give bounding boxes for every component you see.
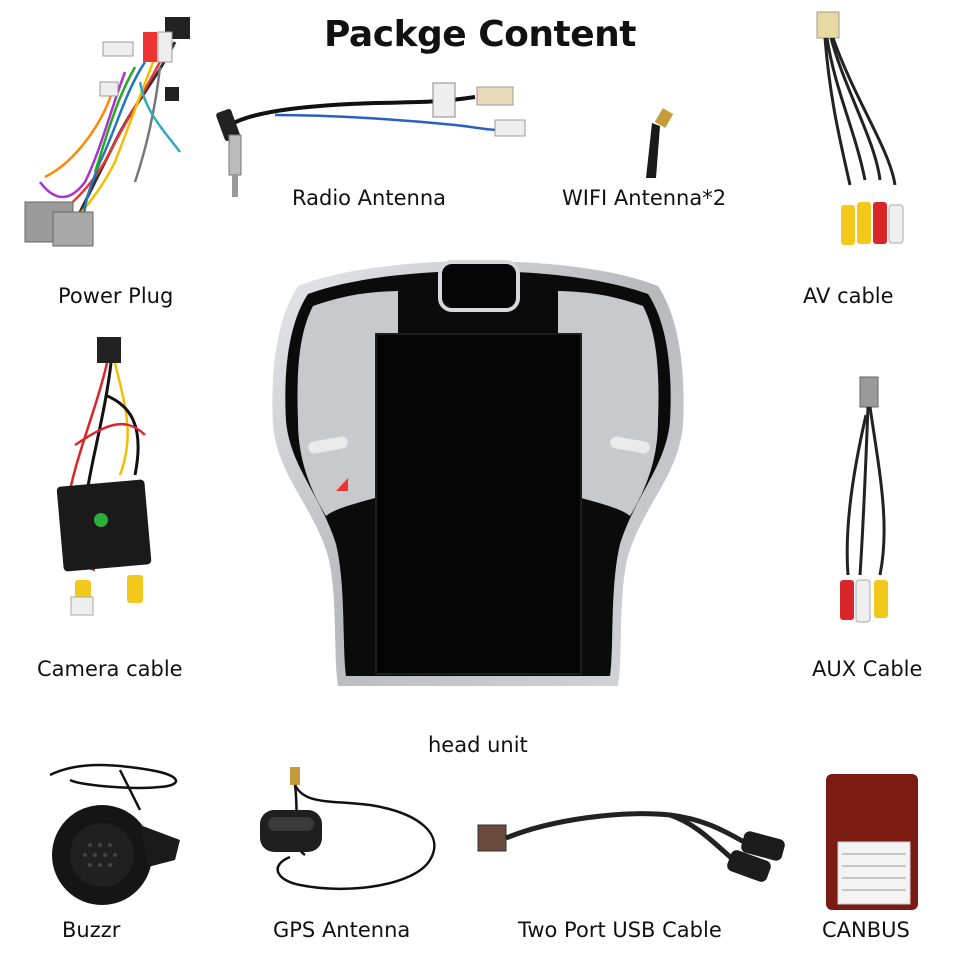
- gps-antenna-label: GPS Antenna: [273, 918, 411, 942]
- gps-antenna-icon: [250, 765, 450, 905]
- power-plug-label: Power Plug: [58, 284, 174, 308]
- aux-cable-label: AUX Cable: [812, 657, 923, 681]
- head-unit-icon: [258, 256, 698, 696]
- canbus-label: CANBUS: [822, 918, 910, 942]
- av-cable-icon: [805, 10, 915, 260]
- camera-cable-label: Camera cable: [37, 657, 183, 681]
- radio-antenna-icon: [215, 75, 535, 200]
- camera-cable-icon: [35, 335, 165, 625]
- wifi-antenna-icon: [630, 108, 680, 183]
- canbus-box-icon: [822, 772, 922, 912]
- usb-cable-icon: [470, 790, 800, 890]
- av-cable-label: AV cable: [803, 284, 894, 308]
- aux-cable-icon: [830, 375, 910, 635]
- page-title: Packge Content: [324, 14, 636, 55]
- radio-antenna-label: Radio Antenna: [292, 186, 447, 210]
- wifi-antenna-label: WIFI Antenna*2: [562, 186, 727, 210]
- head-unit-label: head unit: [428, 733, 528, 757]
- usb-cable-label: Two Port USB Cable: [518, 918, 722, 942]
- buzzer-label: Buzzr: [62, 918, 121, 942]
- buzzer-icon: [40, 755, 190, 910]
- power-plug-harness-icon: [15, 12, 205, 262]
